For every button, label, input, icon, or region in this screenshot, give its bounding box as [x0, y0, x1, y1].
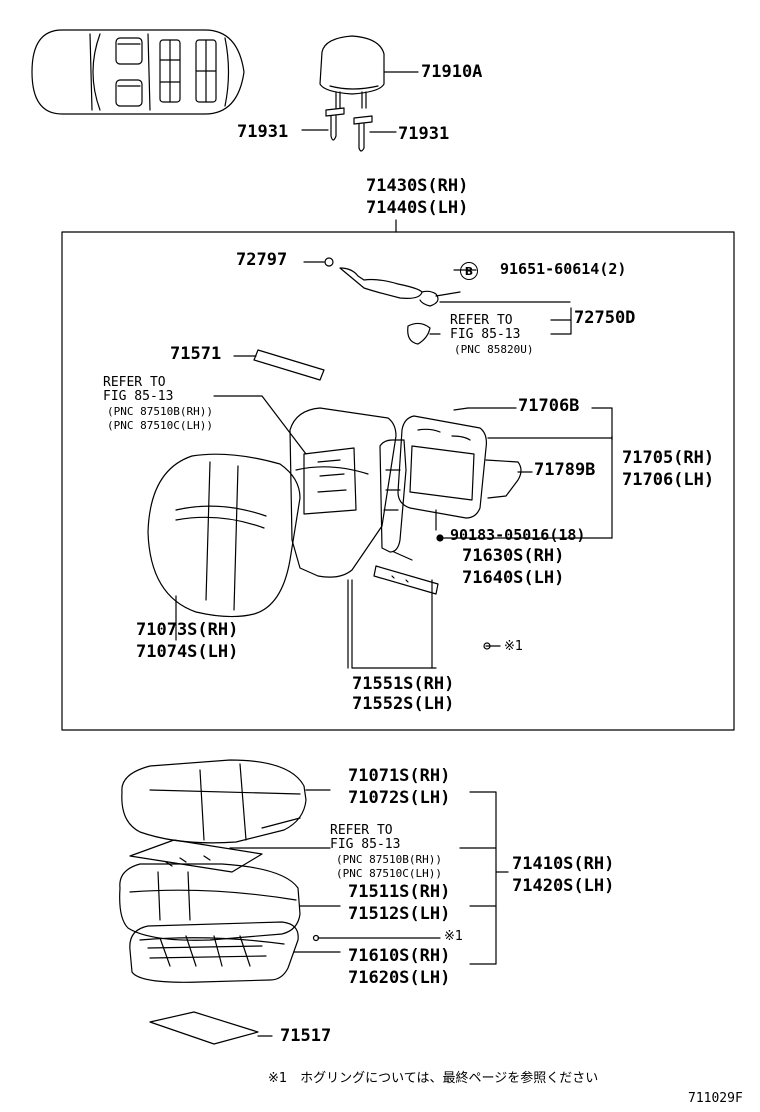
cushion-cover-drawing — [121, 759, 307, 844]
label-71512S: 71512S(LH) — [348, 904, 451, 924]
label-71517: 71517 — [280, 1026, 332, 1046]
hogring-note-lower: ※1 — [444, 929, 464, 944]
label-71706B: 71706B — [518, 396, 580, 416]
label-71620S: 71620S(LH) — [348, 968, 451, 988]
label-71931-right: 71931 — [398, 124, 450, 144]
label-71410S: 71410S(RH) — [512, 854, 615, 874]
pad-71551-drawing — [373, 565, 439, 595]
label-71552S: 71552S(LH) — [352, 694, 455, 714]
label-71610S: 71610S(RH) — [348, 946, 451, 966]
label-71551S: 71551S(RH) — [352, 674, 455, 694]
label-71074S: 71074S(LH) — [136, 642, 239, 662]
label-91651: 91651-60614(2) — [500, 260, 627, 278]
label-71571: 71571 — [170, 344, 222, 364]
label-71640S: 71640S(LH) — [462, 568, 565, 588]
back-board-drawing — [397, 415, 522, 531]
label-71705: 71705(RH) — [622, 448, 715, 468]
label-71706: 71706(LH) — [622, 470, 715, 490]
label-71071S: 71071S(RH) — [348, 766, 451, 786]
headrest-supports-drawing — [301, 107, 397, 152]
label-71073S: 71073S(RH) — [136, 620, 239, 640]
cushion-pad-drawing — [119, 863, 301, 941]
ref3-line3: (PNC 87510B(RH)) — [336, 853, 442, 866]
figure-id: 711029F — [688, 1091, 743, 1106]
ref2-line1: REFER TO — [103, 375, 166, 390]
seatback-frame-drawing — [289, 407, 437, 669]
label-90183: 90183-05016(18) — [450, 526, 586, 544]
label-71789B: 71789B — [534, 460, 596, 480]
ref3-line1: REFER TO — [330, 823, 393, 838]
side-frame-drawing — [379, 439, 413, 561]
label-71430S: 71430S(RH) — [366, 176, 469, 196]
ref2-line4: (PNC 87510C(LH)) — [107, 419, 213, 432]
ref3-line2: FIG 85-13 — [330, 837, 401, 852]
car-location-icon — [31, 29, 245, 115]
label-72797: 72797 — [236, 250, 288, 270]
label-71630S: 71630S(RH) — [462, 546, 565, 566]
label-71420S: 71420S(LH) — [512, 876, 615, 896]
label-72750D: 72750D — [574, 308, 636, 328]
label-71910A: 71910A — [421, 62, 483, 82]
label-71511S: 71511S(RH) — [348, 882, 451, 902]
headrest-drawing — [319, 35, 419, 109]
label-71931-left: 71931 — [237, 122, 289, 142]
ref3-line4: (PNC 87510C(LH)) — [336, 867, 442, 880]
seatback-cover-drawing — [147, 453, 301, 641]
lumbar-lever-drawing — [303, 257, 571, 345]
label-71072S: 71072S(LH) — [348, 788, 451, 808]
pad-71517-drawing — [149, 1011, 259, 1045]
ref1-line1: REFER TO — [450, 313, 513, 328]
footnote: ※1 ホグリングについては、最終ページを参照ください — [268, 1071, 599, 1086]
ref1-line2: FIG 85-13 — [450, 327, 521, 342]
seatback-assembly-frame — [61, 231, 735, 731]
pad-71571-drawing — [253, 349, 325, 381]
b-marker: B — [460, 262, 478, 280]
hogring-note-upper: ※1 — [504, 639, 524, 654]
ref1-line3: (PNC 85820U) — [454, 343, 534, 356]
ref2-line3: (PNC 87510B(RH)) — [107, 405, 213, 418]
ref2-line2: FIG 85-13 — [103, 389, 174, 404]
cushion-sheet-drawing — [129, 839, 263, 873]
cushion-frame-drawing — [129, 921, 299, 983]
label-71440S: 71440S(LH) — [366, 198, 469, 218]
